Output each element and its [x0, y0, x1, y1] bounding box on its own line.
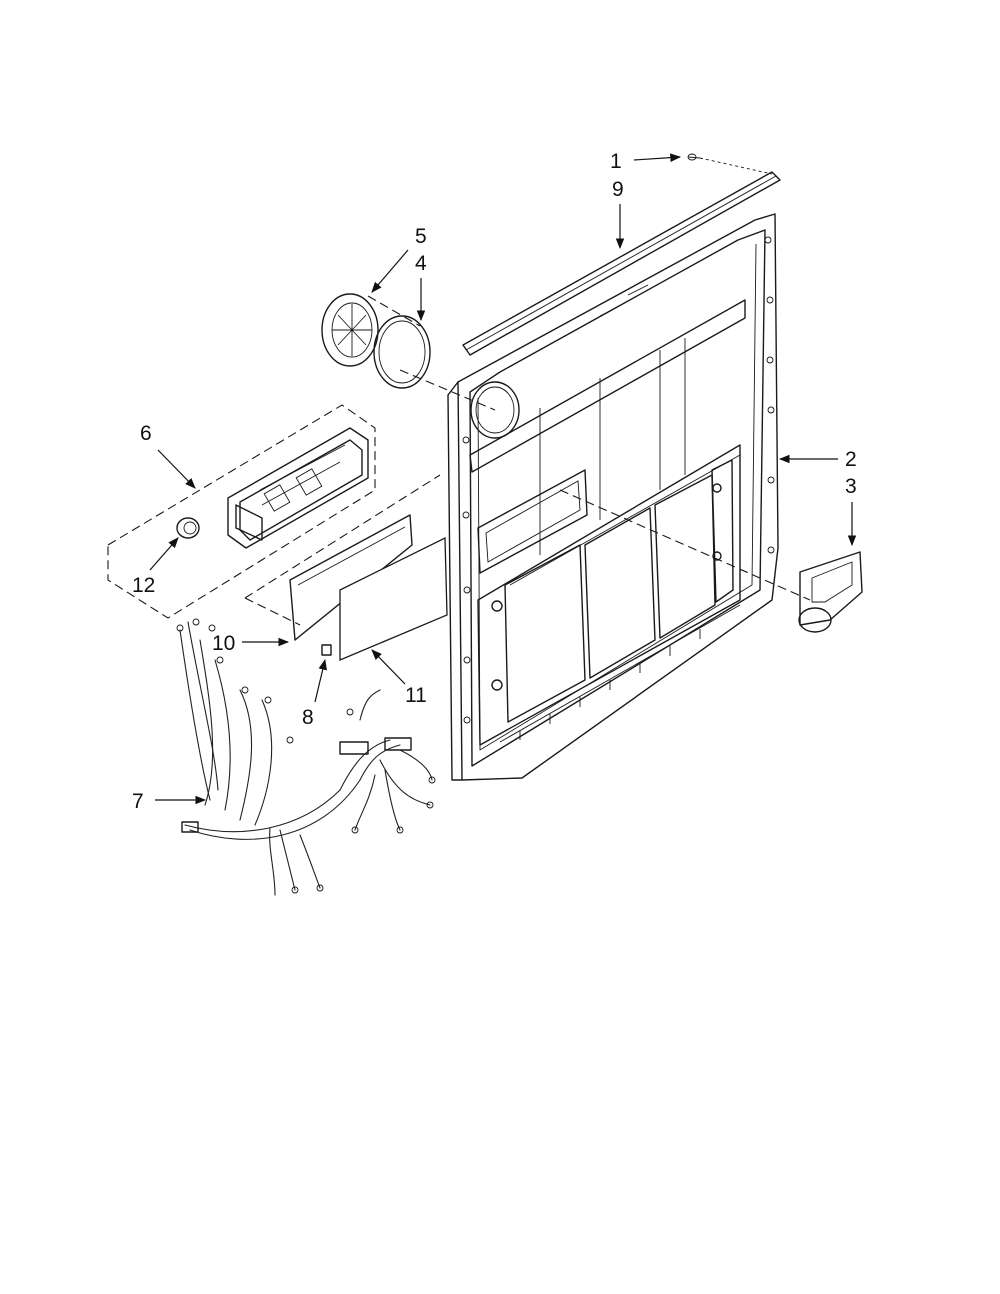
callout-6: 6	[140, 422, 196, 489]
circuit-board	[289, 514, 413, 641]
inner-door-panel	[447, 213, 779, 781]
callout-label-12: 12	[132, 574, 155, 597]
board-cover	[339, 536, 448, 661]
callout-4: 4	[415, 252, 427, 322]
callout-label-11: 11	[405, 684, 427, 707]
board-alignment-line	[244, 474, 441, 626]
callout-1: 1	[610, 150, 682, 173]
callout-label-6: 6	[140, 422, 152, 445]
board-connector	[321, 644, 332, 656]
callout-5: 5	[371, 225, 427, 293]
callout-7: 7	[132, 790, 207, 813]
callout-label-9: 9	[612, 178, 624, 201]
callout-label-5: 5	[415, 225, 427, 248]
vent-cover	[321, 293, 379, 367]
callout-label-7: 7	[132, 790, 144, 813]
vent-alignment-line	[367, 295, 496, 411]
callout-label-1: 1	[610, 150, 622, 173]
vent-gasket	[373, 315, 431, 389]
handle-alignment-line	[559, 489, 811, 601]
control-knob	[176, 517, 200, 539]
callout-12: 12	[132, 537, 179, 597]
callout-label-4: 4	[415, 252, 427, 275]
callout-label-10: 10	[212, 632, 235, 655]
top-trim-strip	[462, 171, 781, 356]
callout-label-8: 8	[302, 706, 314, 729]
wiring-harness	[176, 618, 436, 896]
control-module-group	[107, 404, 376, 619]
screw	[687, 153, 773, 175]
callout-label-2: 2	[845, 448, 857, 471]
callout-label-3: 3	[845, 475, 857, 498]
callout-11: 11	[371, 649, 427, 707]
callout-2: 2	[778, 448, 857, 471]
door-handle	[798, 551, 863, 633]
callout-10: 10	[212, 632, 290, 655]
callout-9: 9	[612, 178, 625, 250]
callout-8: 8	[302, 658, 327, 729]
callout-3: 3	[845, 475, 857, 547]
